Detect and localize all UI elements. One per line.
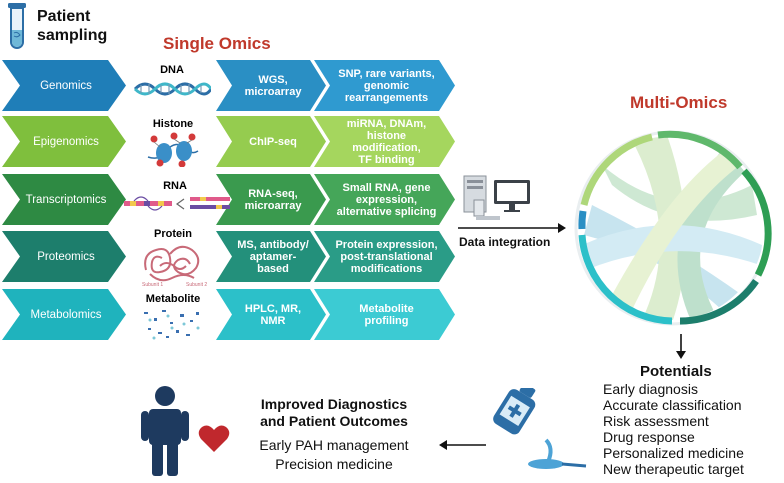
chevron-omics-0 <box>2 60 126 111</box>
chevron-label-omics: Epigenomics <box>33 135 99 148</box>
potential-item: Accurate classification <box>603 397 742 413</box>
protein-icon <box>144 245 200 282</box>
chevron-omics-3 <box>2 231 126 282</box>
data-integration-arrow <box>458 223 566 233</box>
chevron-method-0 <box>216 60 326 111</box>
chevron-omics-2 <box>2 174 126 225</box>
histone-icon <box>147 132 199 167</box>
data-integration-label: Data integration <box>459 235 551 249</box>
potential-item: Risk assessment <box>603 413 709 429</box>
molecule-label-metabolite: Metabolite <box>145 293 201 305</box>
molecule-label-protein: Protein <box>154 228 192 240</box>
single-omics-title: Single Omics <box>163 34 271 53</box>
potential-item: Personalized medicine <box>603 445 744 461</box>
molecule-label-rna: RNA <box>163 180 187 192</box>
chevron-label-omics: Proteomics <box>37 250 95 263</box>
chevron-output-1 <box>314 116 455 167</box>
chevron-label-method: WGS, microarray <box>244 73 302 98</box>
test-tube-icon <box>8 3 26 49</box>
outcomes-title: Improved Diagnostics and Patient Outcome… <box>260 396 408 429</box>
molecule-label-histone: Histone <box>152 118 194 130</box>
chevron-label-method: HPLC, MR, NMR <box>244 302 302 327</box>
heart-icon <box>198 425 230 452</box>
potentials-down-arrow <box>676 334 686 359</box>
multi-omics-title: Multi-Omics <box>630 93 728 112</box>
person-icon <box>141 386 189 476</box>
chevron-label-output: miRNA, DNAm, histone modification, TF bi… <box>346 117 427 166</box>
outcome-item: Precision medicine <box>275 456 393 472</box>
chevron-method-1 <box>216 116 326 167</box>
potentials-title: Potentials <box>640 363 712 380</box>
chevron-label-method: ChIP-seq <box>249 135 297 148</box>
chevron-method-3 <box>216 231 326 282</box>
chevron-method-2 <box>216 174 326 225</box>
chevron-label-omics: Genomics <box>40 79 92 92</box>
chevron-label-output: SNP, rare variants, genomic rearrangemen… <box>338 67 435 104</box>
computer-icon <box>463 175 530 220</box>
outcome-item: Early PAH management <box>259 437 409 453</box>
chevron-omics-1 <box>2 116 126 167</box>
protein-subunit-1-label: Subunit 1 <box>142 282 164 288</box>
potential-item: Early diagnosis <box>603 381 698 397</box>
outcomes-arrow <box>439 440 486 450</box>
molecule-label-dna: DNA <box>160 64 184 76</box>
chevron-label-method: MS, antibody/ aptamer-based <box>237 238 309 275</box>
potentials-list: Early diagnosis Accurate classification … <box>603 381 744 477</box>
chevron-label-output: Protein expression, post-translational m… <box>335 238 438 275</box>
chevron-label-output: Metabolite profiling <box>359 302 414 327</box>
circos-plot-icon <box>574 130 772 326</box>
chevron-output-0 <box>314 60 455 111</box>
outcomes-list: Early PAH management Precision medicine <box>234 436 434 474</box>
chevron-output-3 <box>314 231 455 282</box>
chevron-label-method: RNA-seq, microarray <box>244 187 302 212</box>
patient-sampling-label: Patient sampling <box>37 8 108 44</box>
potential-item: New therapeutic target <box>603 461 744 477</box>
rna-icon <box>124 196 230 211</box>
chevron-label-output: Small RNA, gene expression, alternative … <box>336 181 437 218</box>
protein-subunit-2-label: Subunit 2 <box>186 282 208 288</box>
chevron-output-2 <box>314 174 455 225</box>
potential-item: Drug response <box>603 429 695 445</box>
dna-icon <box>133 82 211 96</box>
metabolite-icon <box>144 310 200 340</box>
chevron-method-4 <box>216 289 326 340</box>
chevron-label-omics: Metabolomics <box>30 308 102 321</box>
medicine-bottle-icon <box>493 388 587 469</box>
chevron-output-4 <box>314 289 455 340</box>
chevron-omics-4 <box>2 289 126 340</box>
chevron-label-omics: Transcriptomics <box>25 193 107 206</box>
